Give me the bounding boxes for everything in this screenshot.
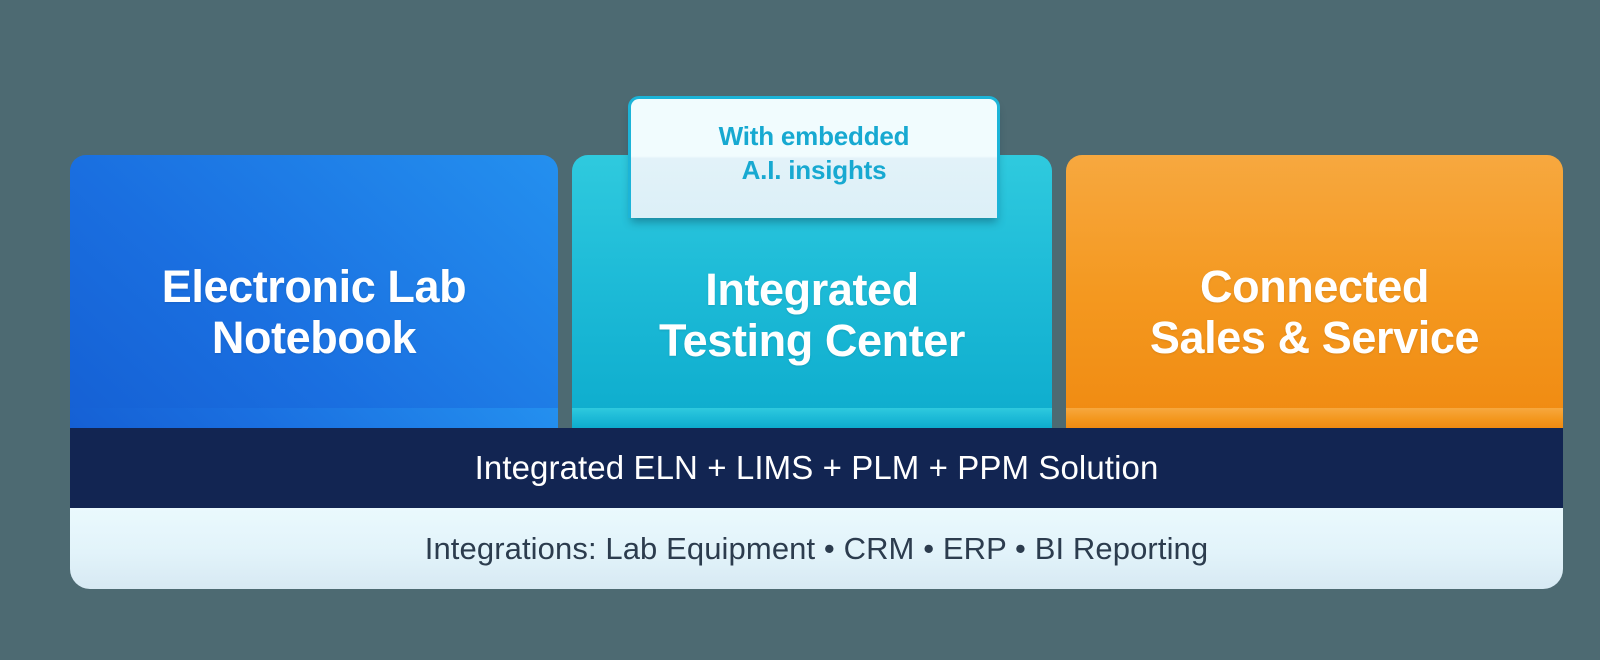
pillar-card-electronic-lab-notebook[interactable]: Electronic Lab Notebook (70, 155, 558, 428)
solution-band: Integrated ELN + LIMS + PLM + PPM Soluti… (70, 428, 1563, 508)
pillar-card-title-connected-sales-and-service: Connected Sales & Service (1149, 261, 1480, 363)
platform-architecture-diagram: Electronic Lab Notebook Integrated Testi… (70, 96, 1563, 589)
integrations-band-text: Integrations: Lab Equipment • CRM • ERP … (424, 530, 1209, 566)
ai-insights-callout: With embedded A.I. insights (628, 96, 1000, 218)
solution-band-text: Integrated ELN + LIMS + PLM + PPM Soluti… (474, 449, 1159, 486)
ai-insights-callout-text: With embedded A.I. insights (718, 121, 910, 185)
pillar-card-connected-sales-and-service[interactable]: Connected Sales & Service (1066, 155, 1563, 428)
pillar-card-title-electronic-lab-notebook: Electronic Lab Notebook (161, 261, 467, 363)
integrations-band: Integrations: Lab Equipment • CRM • ERP … (70, 508, 1563, 589)
pillar-card-title-integrated-testing-center: Integrated Testing Center (658, 264, 966, 366)
